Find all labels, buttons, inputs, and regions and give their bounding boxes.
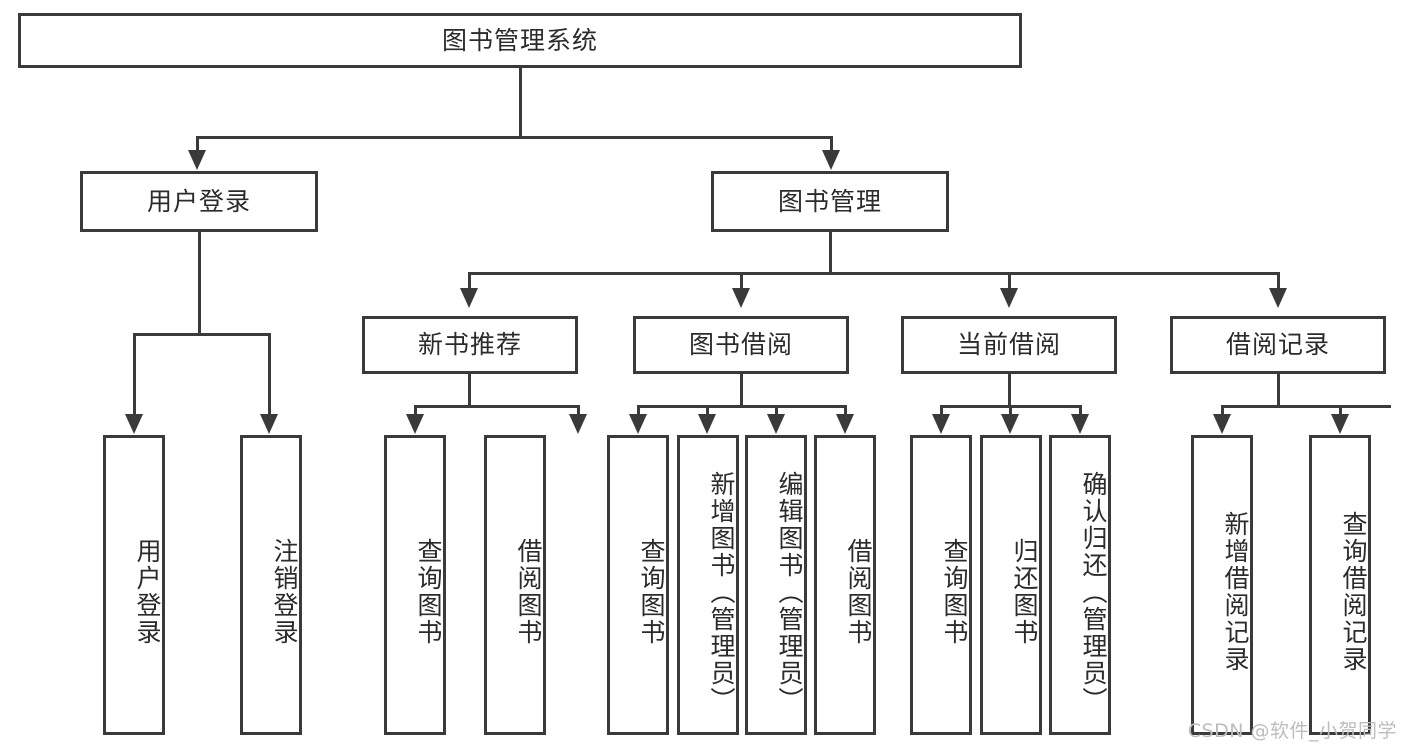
connector-book-management-bar bbox=[468, 272, 1280, 275]
node-label: 编辑图书（管理员） bbox=[775, 470, 804, 714]
node-root-book-management-system[interactable]: 图书管理系统 bbox=[18, 13, 1022, 68]
arrowhead-currentborrow-leaf-1 bbox=[932, 414, 950, 434]
node-label: 用户登录 bbox=[133, 538, 162, 646]
leaf-borrowrecord-query-record[interactable]: 查询借阅记录 bbox=[1309, 435, 1371, 735]
leaf-user-login-logout[interactable]: 注销登录 bbox=[240, 435, 302, 735]
node-label: 借阅图书 bbox=[844, 538, 873, 646]
connector-root-to-user-login bbox=[196, 136, 199, 152]
connector-root-stem bbox=[519, 68, 522, 138]
arrowhead-user-login-leaf-1 bbox=[125, 414, 143, 434]
arrowhead-bookborrow-leaf-4 bbox=[836, 414, 854, 434]
leaf-bookborrow-add-book-admin[interactable]: 新增图书（管理员） bbox=[677, 435, 739, 735]
arrowhead-currentborrow-leaf-3 bbox=[1071, 414, 1089, 434]
node-new-book-recommend[interactable]: 新书推荐 bbox=[362, 316, 578, 374]
node-current-borrow[interactable]: 当前借阅 bbox=[901, 316, 1117, 374]
connector-bookborrow-bar bbox=[637, 405, 847, 408]
connector-bm-to-current-borrow bbox=[1008, 272, 1011, 290]
connector-currentborrow-stem bbox=[1008, 374, 1011, 407]
connector-newbook-right bbox=[577, 405, 580, 417]
connector-bm-to-book-borrow bbox=[740, 272, 743, 290]
node-book-management[interactable]: 图书管理 bbox=[711, 171, 949, 232]
arrowhead-bm-to-new-book bbox=[460, 288, 478, 308]
leaf-currentborrow-confirm-return-admin[interactable]: 确认归还（管理员） bbox=[1049, 435, 1111, 735]
connector-newbook-left bbox=[414, 405, 417, 417]
node-label: 用户登录 bbox=[146, 186, 251, 216]
node-borrow-record[interactable]: 借阅记录 bbox=[1170, 316, 1386, 374]
connector-bookborrow-1 bbox=[637, 405, 640, 417]
connector-bm-to-new-book bbox=[468, 272, 471, 290]
connector-borrowrecord-left bbox=[1221, 405, 1224, 417]
leaf-newbook-borrow-book[interactable]: 借阅图书 bbox=[484, 435, 546, 735]
connector-newbook-bar bbox=[414, 405, 580, 408]
node-label: 图书管理 bbox=[777, 186, 882, 216]
arrowhead-newbook-leaf-2 bbox=[569, 414, 587, 434]
leaf-borrowrecord-add-record[interactable]: 新增借阅记录 bbox=[1191, 435, 1253, 735]
arrowhead-bm-to-book-borrow bbox=[732, 288, 750, 308]
leaf-bookborrow-edit-book-admin[interactable]: 编辑图书（管理员） bbox=[745, 435, 807, 735]
connector-bm-to-borrow-record bbox=[1277, 272, 1280, 290]
leaf-user-login-login[interactable]: 用户登录 bbox=[103, 435, 165, 735]
connector-newbook-stem bbox=[468, 374, 471, 407]
node-label: 归还图书 bbox=[1010, 538, 1039, 646]
connector-user-login-left bbox=[133, 333, 136, 417]
leaf-bookborrow-borrow-book[interactable]: 借阅图书 bbox=[814, 435, 876, 735]
node-label: 图书借阅 bbox=[688, 330, 793, 359]
node-label: 借阅图书 bbox=[514, 538, 543, 646]
node-label: 确认归还（管理员） bbox=[1079, 470, 1108, 714]
connector-currentborrow-2 bbox=[1009, 405, 1012, 417]
arrowhead-root-to-book-management bbox=[822, 150, 840, 170]
node-book-borrow[interactable]: 图书借阅 bbox=[633, 316, 849, 374]
arrowhead-root-to-user-login bbox=[188, 150, 206, 170]
connector-user-login-stem bbox=[198, 232, 201, 335]
node-label: 新书推荐 bbox=[417, 330, 522, 359]
connector-book-management-stem bbox=[829, 232, 832, 274]
arrowhead-newbook-leaf-1 bbox=[406, 414, 424, 434]
leaf-newbook-query-book[interactable]: 查询图书 bbox=[384, 435, 446, 735]
arrowhead-borrowrecord-leaf-1 bbox=[1213, 414, 1231, 434]
connector-bookborrow-stem bbox=[740, 374, 743, 407]
arrowhead-bm-to-borrow-record bbox=[1269, 288, 1287, 308]
node-label: 查询图书 bbox=[940, 538, 969, 646]
arrowhead-bookborrow-leaf-3 bbox=[767, 414, 785, 434]
node-label: 查询图书 bbox=[637, 538, 666, 646]
node-user-login[interactable]: 用户登录 bbox=[80, 171, 318, 232]
node-label: 新增借阅记录 bbox=[1221, 511, 1250, 673]
leaf-bookborrow-query-book[interactable]: 查询图书 bbox=[607, 435, 669, 735]
connector-root-to-book-management bbox=[830, 136, 833, 152]
node-label: 当前借阅 bbox=[956, 330, 1061, 359]
connector-bookborrow-2 bbox=[706, 405, 709, 417]
connector-currentborrow-3 bbox=[1079, 405, 1082, 417]
arrowhead-currentborrow-leaf-2 bbox=[1001, 414, 1019, 434]
node-label: 新增图书（管理员） bbox=[707, 470, 736, 714]
connector-user-login-right bbox=[268, 333, 271, 417]
node-label: 查询借阅记录 bbox=[1339, 511, 1368, 673]
connector-borrowrecord-bar bbox=[1221, 405, 1391, 408]
node-label: 注销登录 bbox=[270, 538, 299, 646]
connector-root-bar bbox=[196, 136, 833, 139]
node-label: 借阅记录 bbox=[1225, 330, 1330, 359]
connector-borrowrecord-stem bbox=[1277, 374, 1280, 407]
arrowhead-bookborrow-leaf-2 bbox=[698, 414, 716, 434]
arrowhead-bookborrow-leaf-1 bbox=[629, 414, 647, 434]
connector-user-login-bar bbox=[133, 333, 271, 336]
connector-borrowrecord-right bbox=[1339, 405, 1342, 417]
arrowhead-borrowrecord-leaf-2 bbox=[1331, 414, 1349, 434]
arrowhead-user-login-leaf-2 bbox=[260, 414, 278, 434]
leaf-currentborrow-query-book[interactable]: 查询图书 bbox=[910, 435, 972, 735]
connector-currentborrow-1 bbox=[940, 405, 943, 417]
connector-bookborrow-4 bbox=[844, 405, 847, 417]
csdn-watermark: CSDN @软件_小贺同学 bbox=[1187, 720, 1397, 742]
connector-bookborrow-3 bbox=[775, 405, 778, 417]
node-label: 查询图书 bbox=[414, 538, 443, 646]
leaf-currentborrow-return-book[interactable]: 归还图书 bbox=[980, 435, 1042, 735]
node-label: 图书管理系统 bbox=[441, 25, 598, 55]
arrowhead-bm-to-current-borrow bbox=[1000, 288, 1018, 308]
